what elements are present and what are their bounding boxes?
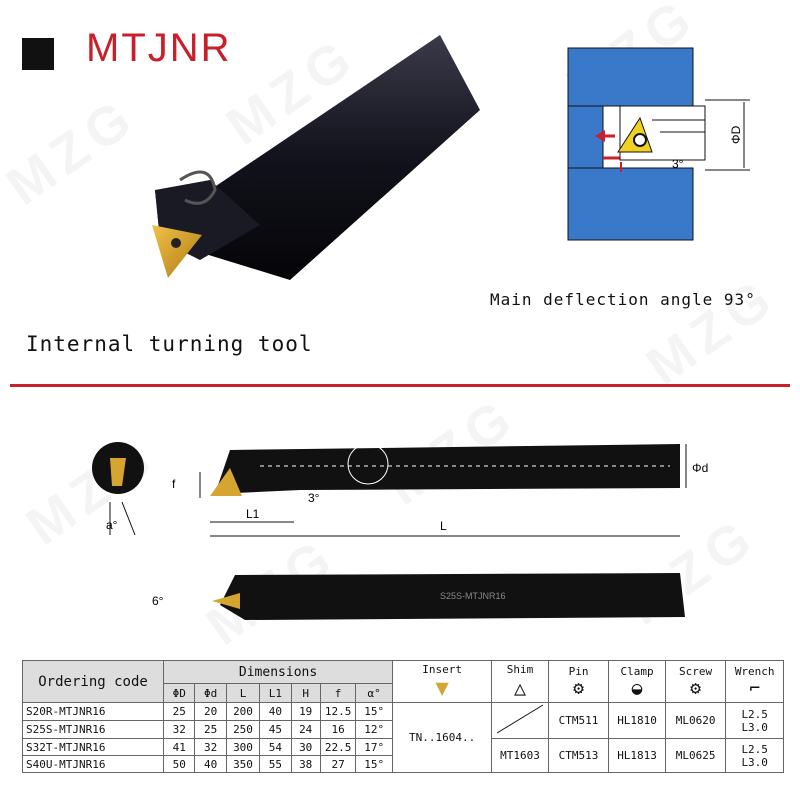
insert-icon — [152, 225, 202, 278]
tool-photo — [152, 35, 480, 280]
angle-3-label: 3° — [672, 157, 684, 171]
watermark: MZG — [0, 84, 149, 217]
bar-marking: S25S-MTJNR16 — [440, 591, 506, 601]
col-f: f — [319, 683, 357, 703]
insert-value: TN..1604.. — [392, 702, 493, 773]
shim-none — [491, 702, 549, 739]
insert-header: Insert▼ — [392, 660, 493, 703]
phi-d-label: Φd — [692, 461, 708, 475]
col-alpha: α° — [355, 683, 394, 703]
ordering-code-header: Ordering code — [21, 660, 165, 703]
col-phi-D: ΦD — [163, 683, 196, 703]
dimension-drawing: a° f 3° Φd L1 L — [92, 442, 708, 537]
clamp-header: Clamp◒ — [608, 660, 666, 703]
spec-table: Ordering code Dimensions Insert▼ Shim△ P… — [21, 660, 784, 773]
title-square-icon — [22, 38, 54, 70]
f-label: f — [172, 477, 176, 491]
col-H: H — [290, 683, 321, 703]
col-L: L — [225, 683, 261, 703]
screw-header: Screw⚙ — [664, 660, 727, 703]
pin-header: Pin⚙ — [547, 660, 610, 703]
L1-label: L1 — [246, 507, 260, 521]
bore-section-diagram: ΦD 3° — [567, 47, 750, 241]
phi-D-label: ΦD — [729, 125, 743, 144]
wrench-header: Wrench⌐ — [725, 660, 784, 703]
divider — [10, 384, 790, 387]
dimensions-header: Dimensions — [163, 660, 394, 684]
page-title: MTJNR — [86, 26, 232, 70]
deflection-angle-text: Main deflection angle 93° — [490, 290, 756, 309]
angle-3-side-label: 3° — [308, 491, 320, 505]
subtitle: Internal turning tool — [26, 332, 313, 356]
angle-6-label: 6° — [152, 594, 164, 608]
col-phi-d: Φd — [194, 683, 227, 703]
col-L1: L1 — [259, 683, 292, 703]
shim-header: Shim△ — [491, 660, 549, 703]
tool-side-photo: 6° S25S-MTJNR16 — [152, 573, 685, 620]
L-label: L — [440, 519, 447, 533]
alpha-label: a° — [106, 518, 118, 532]
watermark: MZG — [635, 264, 789, 397]
